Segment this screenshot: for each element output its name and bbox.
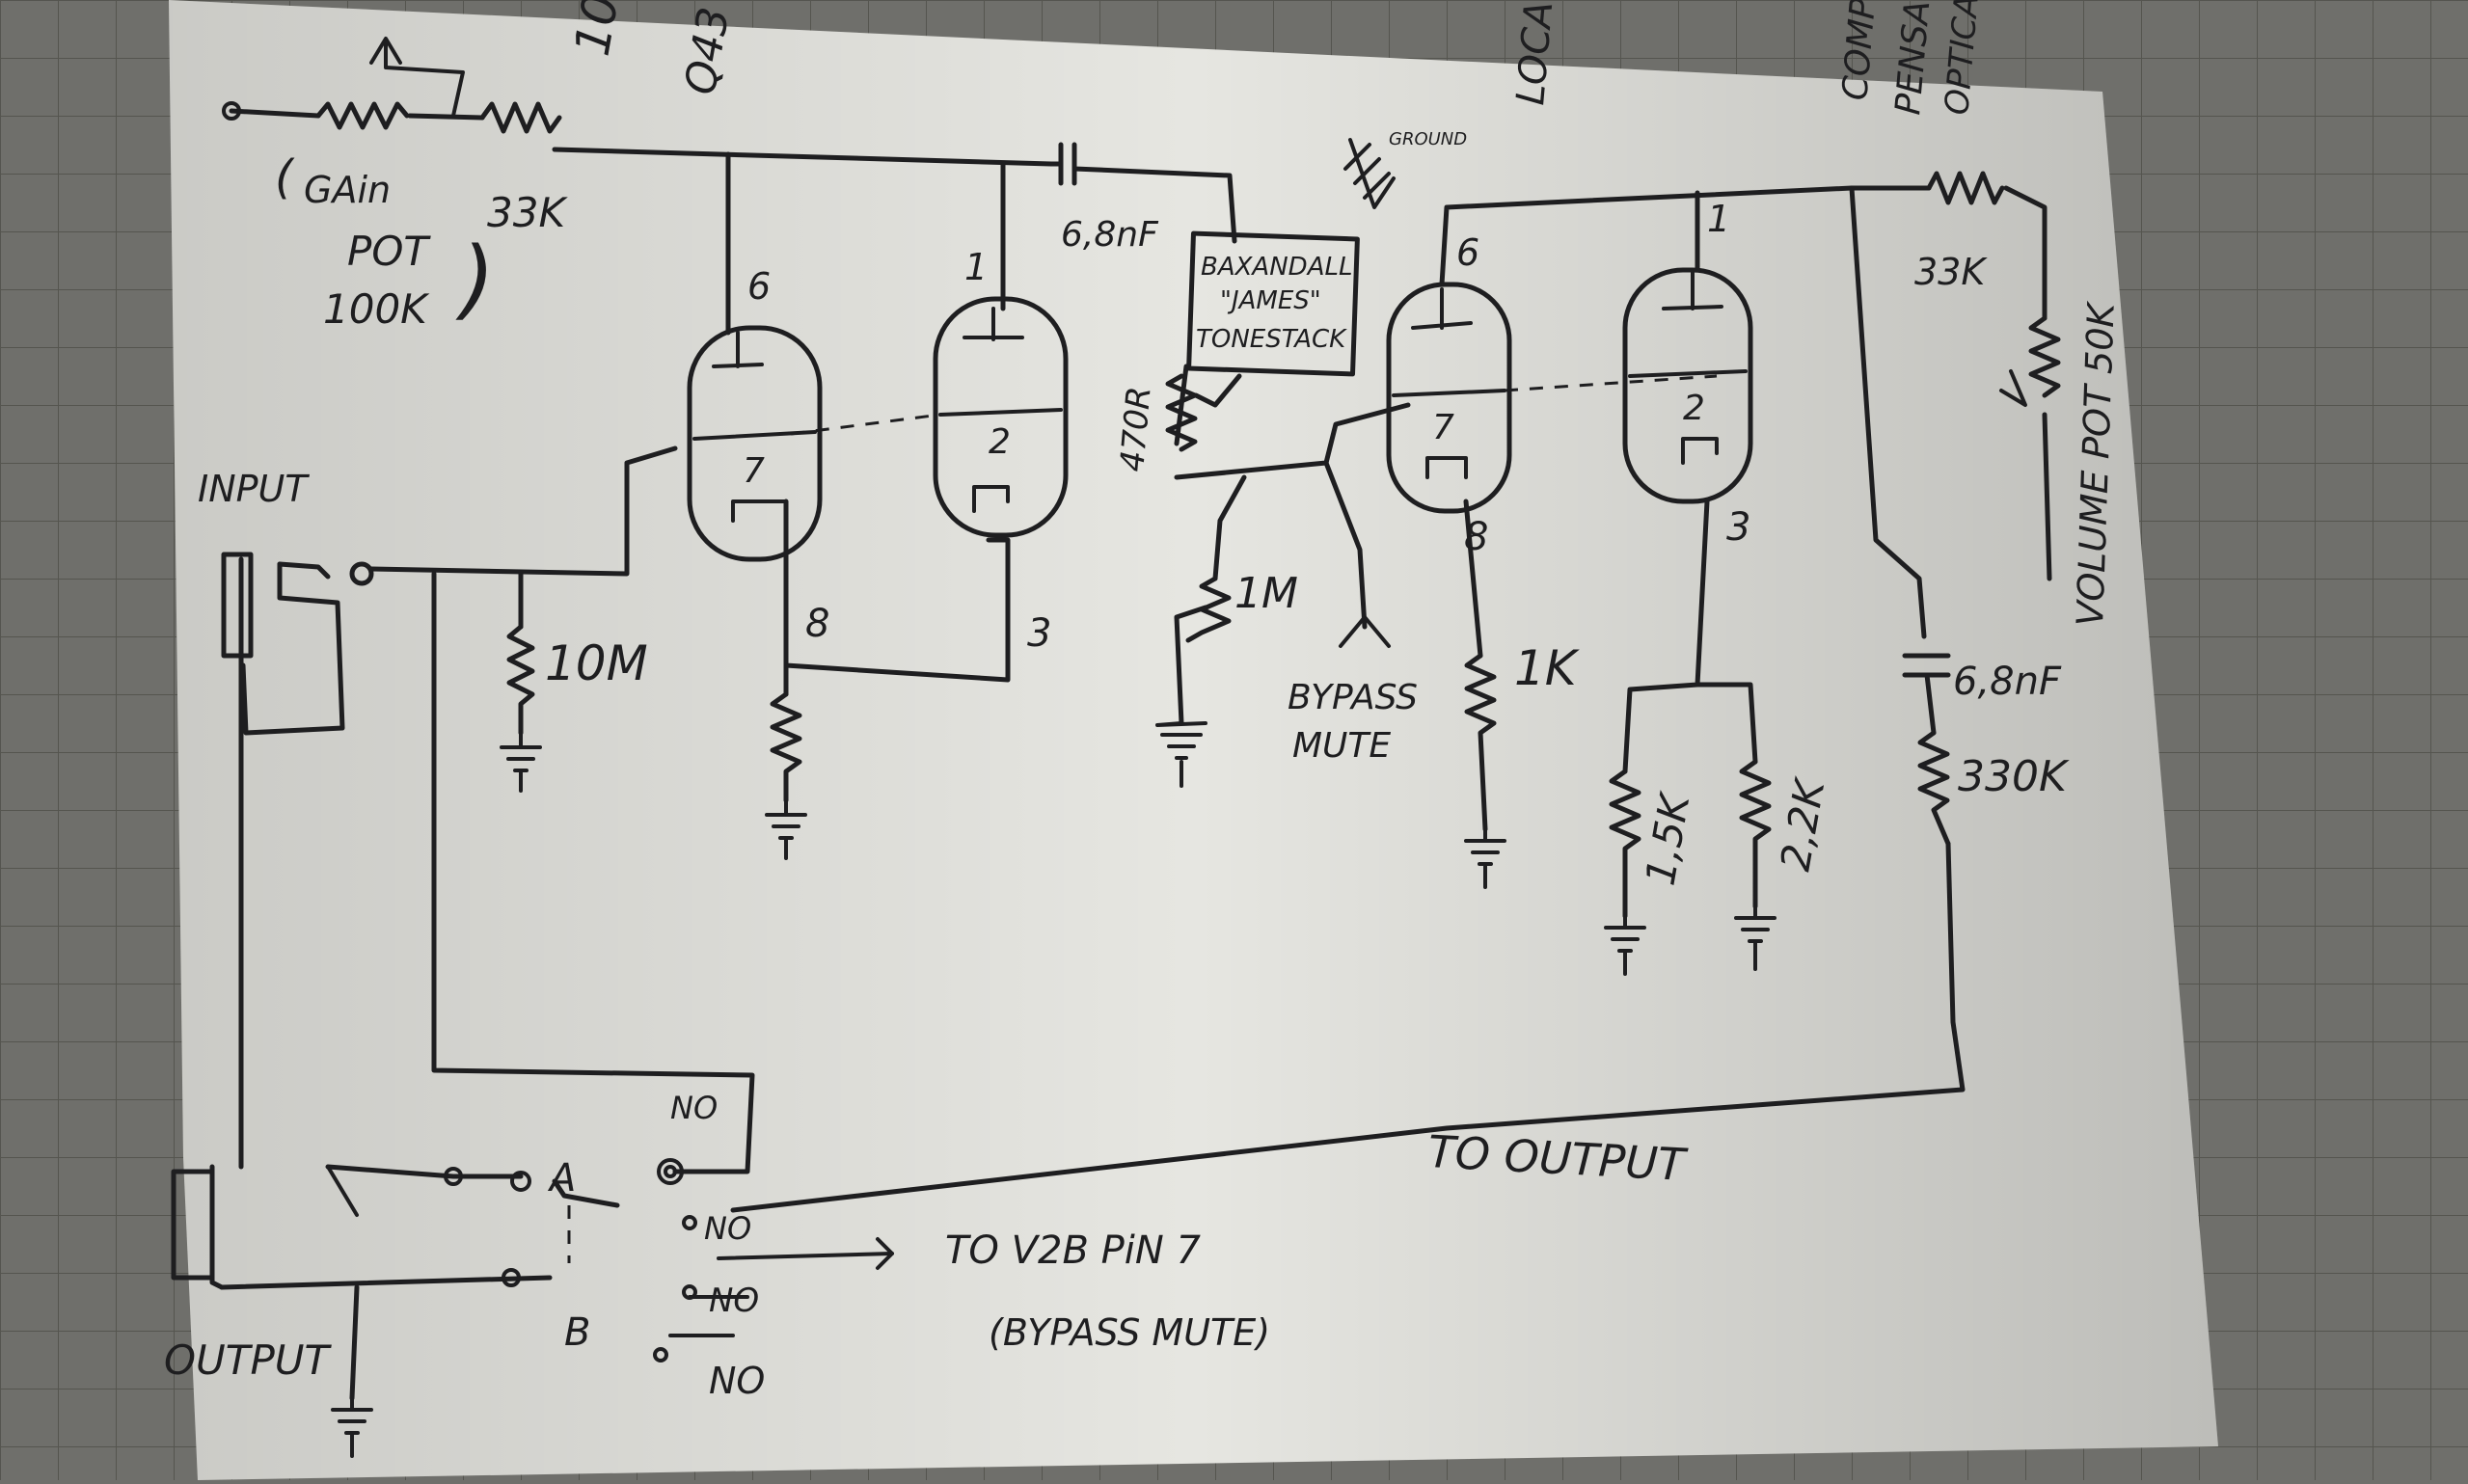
switch-a-label: A bbox=[547, 1156, 576, 1201]
ground-1m bbox=[1155, 721, 1207, 788]
resistor-330k bbox=[1917, 730, 1951, 847]
resistor-v1-cathode bbox=[770, 691, 802, 803]
margin-scribbles: LOCA COMPE PENSA OPTICAL 10 Q43 bbox=[564, 0, 1989, 117]
gain-pot-close-paren: ) bbox=[455, 229, 495, 330]
resistors bbox=[506, 315, 2061, 919]
cap-6-8nf-output-label: 6,8nF bbox=[1953, 660, 2062, 704]
bypass-mute-label-1: BYPASS bbox=[1288, 678, 1418, 717]
input-jack bbox=[221, 552, 374, 736]
ground-top bbox=[1343, 138, 1396, 209]
ground-1-5k bbox=[1604, 914, 1646, 976]
ground-symbols bbox=[331, 138, 1776, 1458]
resistor-1m bbox=[1185, 576, 1232, 643]
tube-v2b-cathode-pin: 3 bbox=[1726, 505, 1750, 550]
resistor-33k-input-label: 33K bbox=[487, 189, 568, 236]
tonestack-box bbox=[1186, 230, 1360, 377]
tube-v1b-grid-pin: 2 bbox=[989, 422, 1011, 462]
switch-b-label: B bbox=[564, 1310, 590, 1355]
input-terminal bbox=[222, 101, 241, 121]
to-v2b-note: (BYPASS MUTE) bbox=[989, 1311, 1270, 1354]
resistor-1k-label: 1K bbox=[1514, 640, 1581, 696]
resistor-470r-label: 470R bbox=[1113, 385, 1159, 473]
tube-link-v2 bbox=[1504, 374, 1718, 392]
tonestack-label-line1: BAXANDALL bbox=[1201, 253, 1352, 282]
gain-pot-label-2: POT bbox=[347, 228, 431, 275]
tube-v2a-cathode-pin: 8 bbox=[1464, 515, 1488, 559]
switch-no-label-4: NO bbox=[709, 1360, 765, 1402]
tube-v1b-cathode-pin: 3 bbox=[1027, 611, 1051, 656]
footswitch bbox=[444, 1158, 749, 1363]
margin-scribble-10: 10 bbox=[564, 0, 630, 60]
resistor-330k-label: 330K bbox=[1958, 752, 2070, 801]
tonestack-label-line2: "JAMES" bbox=[1220, 286, 1321, 315]
ground-1k bbox=[1464, 827, 1506, 889]
ground-output bbox=[331, 1396, 373, 1458]
resistor-33k-output-label: 33K bbox=[1914, 251, 1988, 293]
resistor-volume-pot bbox=[2028, 315, 2061, 398]
bypass-mute-label-2: MUTE bbox=[1292, 726, 1391, 766]
tube-v1a-grid-pin: 7 bbox=[743, 451, 765, 491]
tube-v2b: 2 1 3 bbox=[1622, 198, 1753, 550]
resistor-470r bbox=[1165, 373, 1198, 452]
resistor-10m-label: 10M bbox=[545, 635, 648, 691]
circuit-wires bbox=[219, 37, 2052, 1401]
tube-v1a-cathode-pin: 8 bbox=[805, 602, 829, 646]
switch-no-label-2: NO bbox=[704, 1210, 751, 1247]
resistor-1k bbox=[1464, 653, 1497, 832]
resistor-10m bbox=[506, 624, 535, 736]
tube-v2b-grid-pin: 2 bbox=[1683, 389, 1705, 428]
tube-v2a: 7 6 8 bbox=[1386, 231, 1512, 559]
to-v2b-label: TO V2B PiN 7 bbox=[945, 1228, 1201, 1273]
ground-10m bbox=[500, 731, 542, 793]
tube-v1a-anode-pin: 6 bbox=[747, 265, 771, 308]
tonestack-label-line3: TONESTACK bbox=[1196, 325, 1347, 354]
gain-pot-open-paren: ( bbox=[275, 150, 295, 204]
margin-scribble-loca: LOCA bbox=[1508, 0, 1561, 107]
ground-v1-cathode bbox=[765, 798, 807, 860]
cap-6-8nf-top-label: 6,8nF bbox=[1061, 215, 1159, 255]
ground-2-2k bbox=[1734, 904, 1776, 971]
tube-v2b-anode-pin: 1 bbox=[1707, 198, 1730, 240]
resistor-1-5k bbox=[1609, 769, 1641, 919]
tube-v1a: 7 6 8 bbox=[687, 265, 829, 646]
tube-v1b: 2 1 3 bbox=[933, 246, 1069, 656]
output-label: OUTPUT bbox=[164, 1336, 333, 1384]
resistor-2-2k bbox=[1739, 759, 1772, 909]
tube-v2a-anode-pin: 6 bbox=[1456, 231, 1479, 274]
resistor-1m-label: 1M bbox=[1234, 569, 1298, 618]
ground-top-label: GROUND bbox=[1389, 129, 1467, 149]
gain-pot-label-1: GAin bbox=[304, 169, 391, 211]
output-jack bbox=[171, 1164, 225, 1290]
switch-no-label-3: NO bbox=[709, 1282, 759, 1320]
tube-v1b-anode-pin: 1 bbox=[964, 246, 988, 288]
switch-no-label-1: NO bbox=[670, 1090, 718, 1126]
gain-pot-value: 100K bbox=[323, 285, 430, 333]
input-label: INPUT bbox=[198, 468, 310, 510]
tube-v2a-grid-pin: 7 bbox=[1432, 408, 1454, 447]
